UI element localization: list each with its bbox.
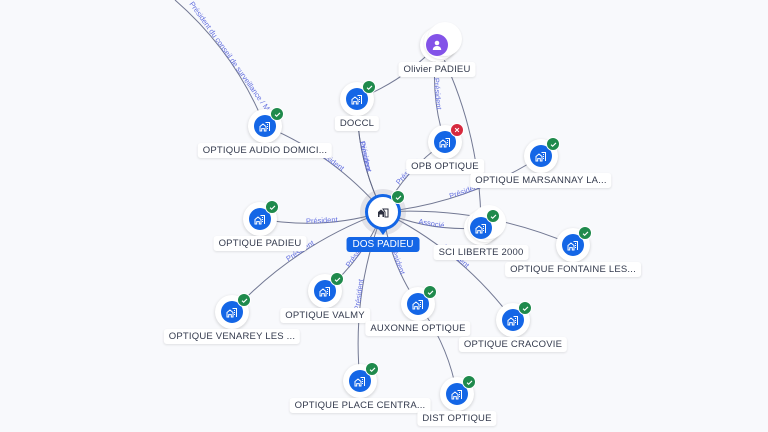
building-icon xyxy=(221,301,243,323)
edge-audio-offscreen[interactable] xyxy=(174,0,266,127)
active-status-icon xyxy=(362,80,376,94)
edge-label: Président xyxy=(306,215,339,226)
building-icon xyxy=(470,217,492,239)
node-label-fontaine[interactable]: OPTIQUE FONTAINE LES... xyxy=(505,262,641,277)
node-label-sci[interactable]: SCI LIBERTE 2000 xyxy=(433,245,529,260)
node-label-opb[interactable]: OPB OPTIQUE xyxy=(406,159,484,174)
center-node-label[interactable]: DOS PADIEU xyxy=(346,237,420,252)
node-label-marsannay[interactable]: OPTIQUE MARSANNAY LA... xyxy=(470,173,612,188)
closed-status-icon xyxy=(450,123,464,137)
node-label-dist[interactable]: DIST OPTIQUE xyxy=(417,411,497,426)
node-label-padieu[interactable]: OPTIQUE PADIEU xyxy=(213,236,307,251)
node-padieu[interactable] xyxy=(243,200,279,236)
active-status-icon xyxy=(270,107,284,121)
node-opb[interactable] xyxy=(428,123,464,159)
center-node-ring xyxy=(365,194,401,235)
building-icon xyxy=(314,280,336,302)
center-node-pin xyxy=(377,227,389,235)
node-audio[interactable] xyxy=(248,107,284,143)
edge-label: Associé xyxy=(418,217,445,230)
active-status-icon xyxy=(365,362,379,376)
building-icon xyxy=(446,383,468,405)
node-place[interactable] xyxy=(343,362,379,398)
building-icon xyxy=(378,208,389,218)
edge-label: Président du conseil de surveillance / M xyxy=(188,0,272,113)
node-valmy[interactable] xyxy=(308,272,344,308)
node-auxonne[interactable] xyxy=(401,285,437,321)
active-status-icon xyxy=(486,209,500,223)
node-label-doccl[interactable]: DOCCL xyxy=(334,116,380,131)
active-status-icon xyxy=(423,285,437,299)
building-icon xyxy=(346,88,368,110)
active-status-icon xyxy=(391,190,405,204)
node-cracovie[interactable] xyxy=(496,301,532,337)
node-venarey[interactable] xyxy=(215,293,251,329)
active-status-icon xyxy=(462,375,476,389)
active-status-icon xyxy=(518,301,532,315)
node-label-olivier[interactable]: Olivier PADIEU xyxy=(398,62,476,77)
node-dist[interactable] xyxy=(440,375,476,411)
center-node[interactable] xyxy=(360,189,406,235)
edge-place-center[interactable] xyxy=(357,211,384,382)
node-label-audio[interactable]: OPTIQUE AUDIO DOMICI... xyxy=(197,143,333,158)
building-icon xyxy=(434,131,456,153)
building-icon xyxy=(349,370,371,392)
building-icon xyxy=(530,145,552,167)
person-icon xyxy=(426,34,448,56)
edge-label: Président xyxy=(352,278,365,312)
active-status-icon xyxy=(330,272,344,286)
building-icon xyxy=(562,234,584,256)
node-sci[interactable] xyxy=(464,205,506,245)
edge-label: Président xyxy=(432,78,444,111)
building-icon xyxy=(407,293,429,315)
edge-label: Directeur xyxy=(358,141,374,173)
node-fontaine[interactable] xyxy=(556,226,592,262)
node-olivier[interactable] xyxy=(420,22,462,62)
node-doccl[interactable] xyxy=(340,80,376,116)
node-label-venarey[interactable]: OPTIQUE VENAREY LES ... xyxy=(163,329,301,344)
building-icon xyxy=(254,115,276,137)
node-label-place[interactable]: OPTIQUE PLACE CENTRA... xyxy=(289,398,431,413)
active-status-icon xyxy=(237,293,251,307)
active-status-icon xyxy=(578,226,592,240)
active-status-icon xyxy=(265,200,279,214)
building-icon xyxy=(502,309,524,331)
node-label-cracovie[interactable]: OPTIQUE CRACOVIE xyxy=(458,337,568,352)
node-label-valmy[interactable]: OPTIQUE VALMY xyxy=(280,308,370,323)
node-marsannay[interactable] xyxy=(524,137,560,173)
node-label-auxonne[interactable]: AUXONNE OPTIQUE xyxy=(365,321,471,336)
edge-marsannay-center[interactable] xyxy=(382,155,542,213)
building-icon xyxy=(249,208,271,230)
active-status-icon xyxy=(546,137,560,151)
